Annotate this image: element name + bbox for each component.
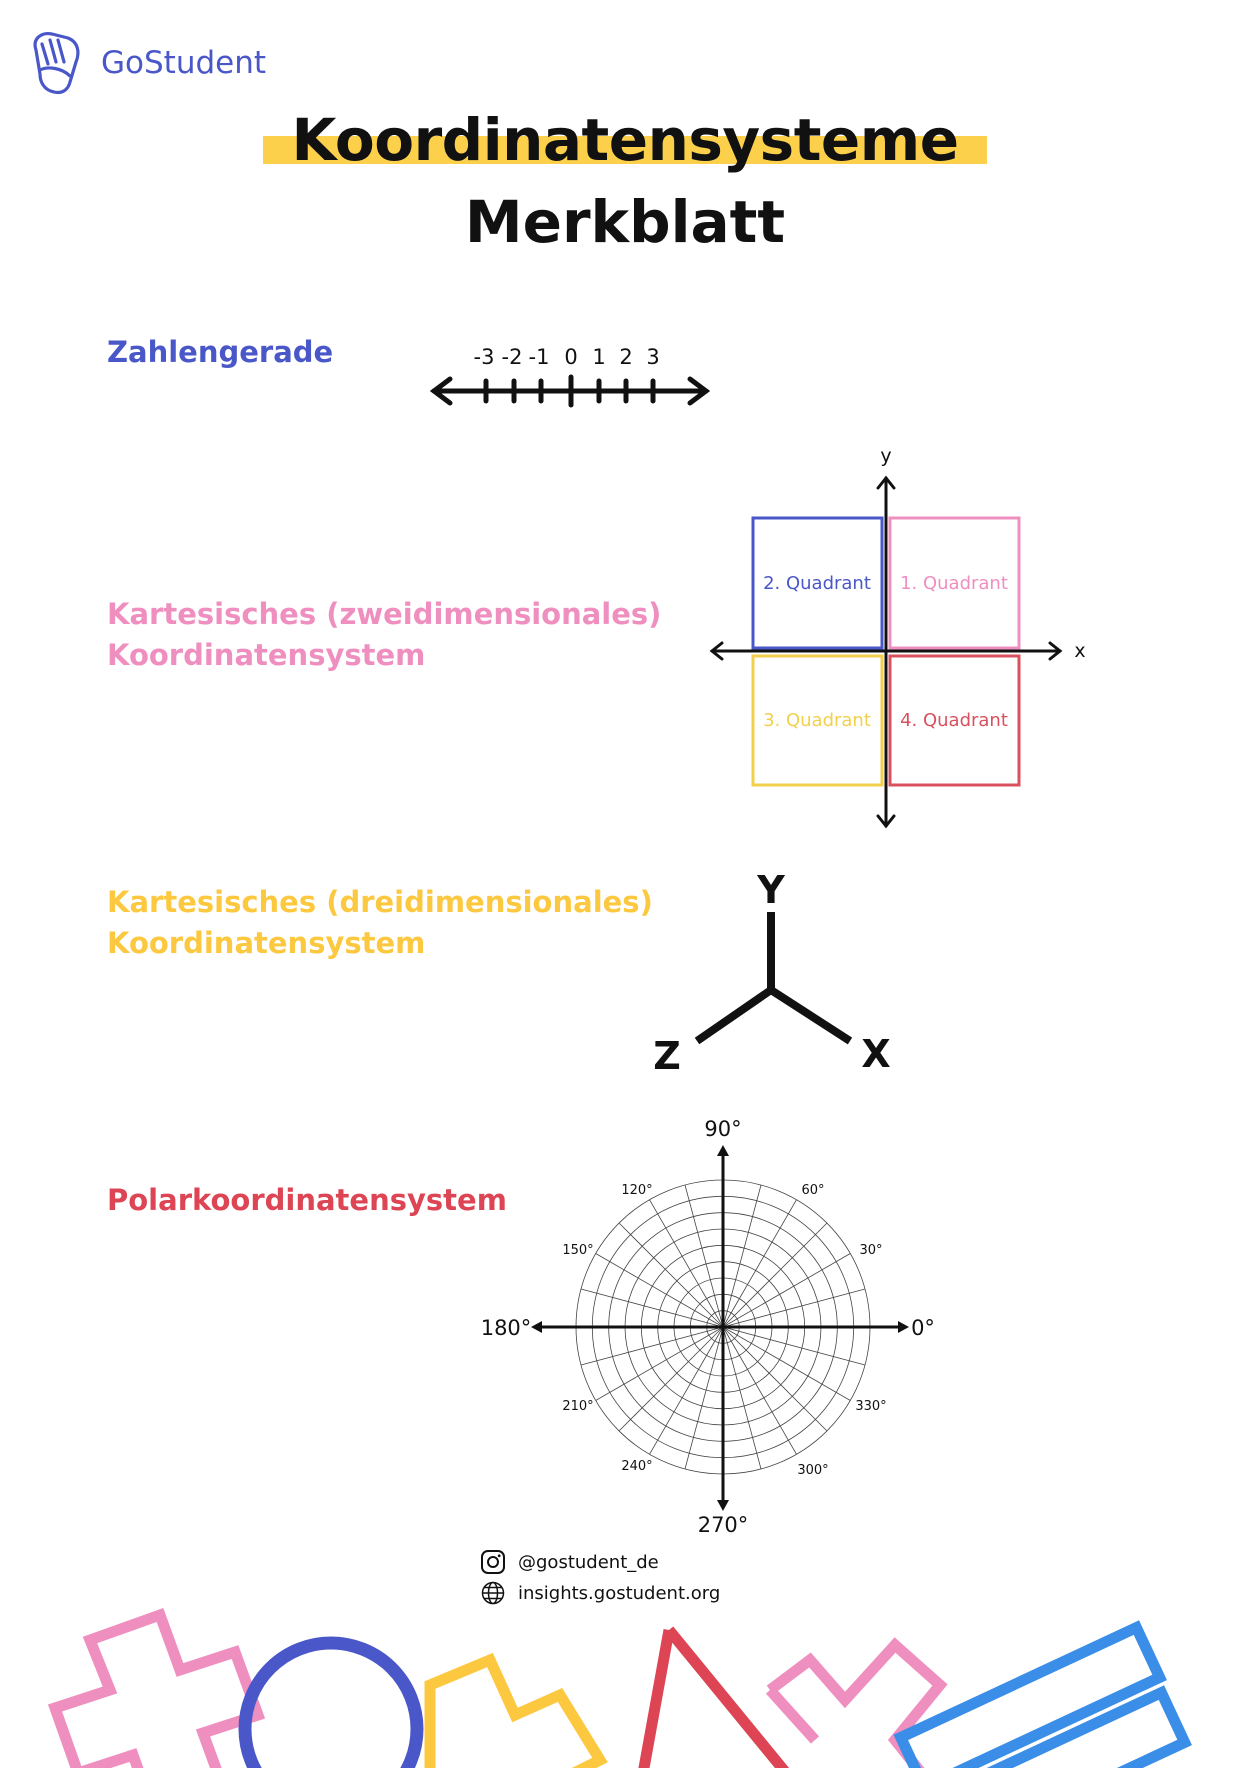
cartesian-3d-diagram: Y Z X xyxy=(653,868,890,1078)
instagram-link[interactable]: @gostudent_de xyxy=(480,1547,659,1577)
angle-label-330: 330° xyxy=(855,1399,886,1414)
pink-cross-shape xyxy=(765,1637,948,1768)
quadrant-2-label: 2. Quadrant xyxy=(763,573,871,594)
axis-label-Z: Z xyxy=(653,1034,681,1078)
polar-spoke xyxy=(595,1326,724,1401)
angle-label-60: 60° xyxy=(801,1183,824,1198)
angle-label-270: 270° xyxy=(698,1513,749,1537)
red-triangle-shape xyxy=(638,1626,790,1768)
page-title: Koordinatensysteme Merkblatt xyxy=(0,100,1250,262)
angle-label-240: 240° xyxy=(621,1459,652,1474)
polar-spoke xyxy=(722,1184,762,1328)
polar-spoke xyxy=(722,1326,851,1401)
quadrant-1-box xyxy=(888,516,1021,650)
angle-label-210: 210° xyxy=(562,1399,593,1414)
axis-label-x: x xyxy=(1074,640,1085,662)
polar-spoke xyxy=(722,1222,828,1328)
quadrant-2-box xyxy=(751,516,884,650)
angle-label-30: 30° xyxy=(859,1243,882,1258)
axis-label-y: y xyxy=(880,445,891,467)
polar-spoke xyxy=(722,1326,797,1455)
polar-spoke xyxy=(618,1326,724,1432)
polar-spoke xyxy=(684,1184,724,1328)
polar-spoke xyxy=(595,1253,724,1328)
gostudent-hand-logo-icon xyxy=(33,32,80,95)
blue-equals-shape-1 xyxy=(893,1620,1167,1768)
section-label-line-2: Koordinatensystem xyxy=(107,638,426,672)
angle-label-90: 90° xyxy=(704,1117,741,1141)
polar-spoke xyxy=(618,1222,724,1328)
title-line-2: Merkblatt xyxy=(464,188,786,256)
tick-label: 3 xyxy=(646,345,659,369)
tick-label: 2 xyxy=(619,345,632,369)
blue-equals-shape-2 xyxy=(918,1685,1192,1768)
instagram-icon xyxy=(481,1550,505,1574)
tick-label: -3 xyxy=(474,345,495,369)
angle-label-0: 0° xyxy=(911,1316,935,1340)
section-label-kartesisch-2d: Kartesisches (zweidimensionales) Koordin… xyxy=(107,594,661,676)
z-axis-3d xyxy=(694,986,774,1045)
pink-plus-shape xyxy=(47,1607,266,1768)
website-link[interactable]: insights.gostudent.org xyxy=(480,1578,720,1608)
axis-label-Y: Y xyxy=(756,868,785,912)
decorative-shapes xyxy=(47,1607,1192,1768)
polar-spoke xyxy=(580,1288,724,1328)
angle-label-180: 180° xyxy=(481,1316,532,1340)
tick-label: -2 xyxy=(502,345,523,369)
section-label-zahlengerade: Zahlengerade xyxy=(107,335,334,369)
section-label-line-2: Koordinatensystem xyxy=(107,926,426,960)
polar-spoke xyxy=(580,1326,724,1366)
brand-name: GoStudent xyxy=(101,45,267,81)
polar-spoke xyxy=(722,1326,762,1470)
polar-spoke xyxy=(722,1326,866,1366)
angle-label-120: 120° xyxy=(621,1183,652,1198)
angle-label-300: 300° xyxy=(797,1463,828,1478)
tick-label: 0 xyxy=(564,345,577,369)
website-url: insights.gostudent.org xyxy=(518,1582,721,1604)
polar-coordinate-diagram: 0° 90° 180° 270° 30° 60° 120° 150° 210° … xyxy=(481,1117,935,1537)
quadrant-1-label: 1. Quadrant xyxy=(900,573,1008,594)
globe-icon xyxy=(481,1581,505,1605)
number-line-diagram: -3 -2 -1 0 1 2 3 xyxy=(429,345,711,408)
title-line-1: Koordinatensysteme xyxy=(291,106,959,174)
polar-spoke xyxy=(649,1199,724,1328)
instagram-handle: @gostudent_de xyxy=(518,1551,659,1573)
angle-label-150: 150° xyxy=(562,1243,593,1258)
quadrant-4-label: 4. Quadrant xyxy=(900,710,1008,731)
x-axis-3d xyxy=(768,986,853,1045)
yellow-plus-shape xyxy=(424,1652,608,1768)
polar-spoke xyxy=(684,1326,724,1470)
section-label-kartesisch-3d: Kartesisches (dreidimensionales) Koordin… xyxy=(107,882,653,964)
axis-label-X: X xyxy=(861,1032,890,1076)
quadrant-3-label: 3. Quadrant xyxy=(763,710,871,731)
polar-spoke xyxy=(722,1288,866,1328)
section-label-polar: Polarkoordinatensystem xyxy=(107,1183,507,1217)
section-label-line-1: Kartesisches (zweidimensionales) xyxy=(107,597,662,631)
tick-label: 1 xyxy=(592,345,605,369)
title-highlight xyxy=(263,136,987,164)
tick-label: -1 xyxy=(529,345,550,369)
polar-spoke xyxy=(722,1199,797,1328)
polar-spoke xyxy=(649,1326,724,1455)
quadrant-3-box xyxy=(751,654,884,787)
section-label-line-1: Kartesisches (dreidimensionales) xyxy=(107,885,653,919)
cartesian-2d-diagram: y x 2. Quadrant 1. Quadrant 3. Quadrant … xyxy=(709,445,1086,829)
polar-spoke xyxy=(722,1326,828,1432)
blue-circle-shape xyxy=(238,1636,424,1768)
polar-spoke xyxy=(722,1253,851,1328)
quadrant-4-box xyxy=(888,654,1021,787)
